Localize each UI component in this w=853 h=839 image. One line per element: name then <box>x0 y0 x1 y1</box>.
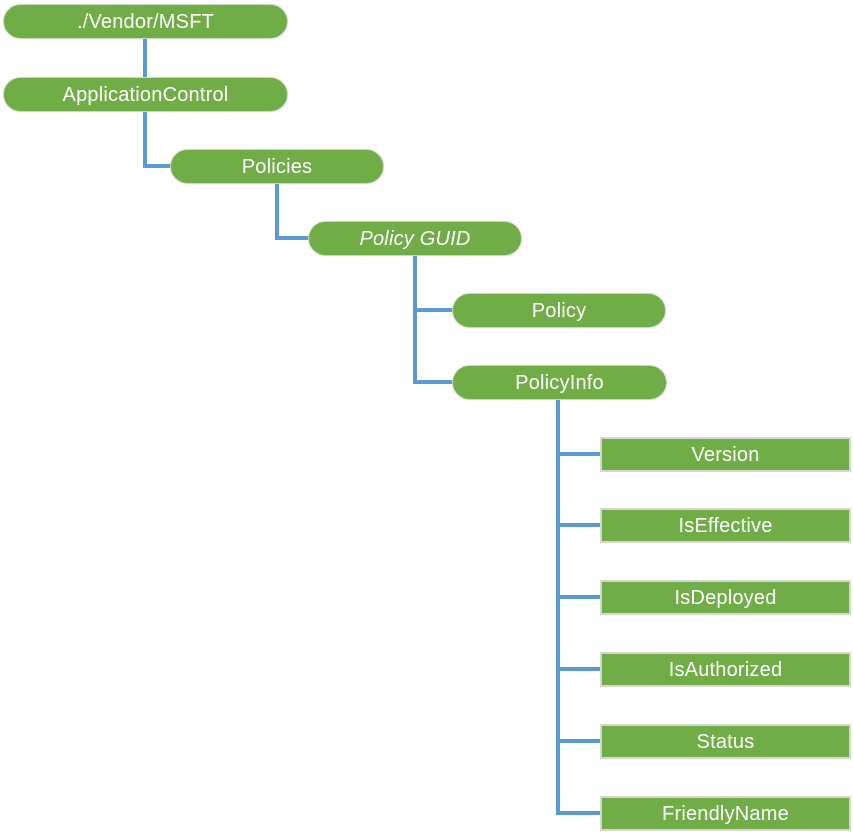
node-applicationcontrol: ApplicationControl <box>3 77 288 112</box>
connector-policyinfo-to-status <box>556 739 602 743</box>
node-policy: Policy <box>452 293 666 328</box>
node-policy-guid: Policy GUID <box>308 221 522 256</box>
connector-policies-to-policyguid-v <box>275 183 279 240</box>
connector-policyinfo-to-friendlyname <box>556 811 602 815</box>
connector-policyinfo-to-isauthorized <box>556 667 602 671</box>
connector-vendor-to-appcontrol <box>143 38 147 79</box>
node-policyinfo: PolicyInfo <box>452 365 667 400</box>
node-status: Status <box>600 724 851 759</box>
connector-policyguid-to-policy <box>413 308 457 312</box>
connector-policyinfo-to-iseffective <box>556 523 602 527</box>
node-isdeployed: IsDeployed <box>600 580 851 615</box>
node-friendlyname: FriendlyName <box>600 796 851 831</box>
connector-policyinfo-to-isdeployed <box>556 595 602 599</box>
connector-policyinfo-trunk <box>556 397 560 815</box>
node-policies: Policies <box>170 149 384 184</box>
connector-policyguid-trunk <box>413 255 417 384</box>
connector-policyguid-to-policyinfo <box>413 380 457 384</box>
connector-policies-to-policyguid-h <box>275 236 313 240</box>
connector-appcontrol-to-policies-v <box>143 111 147 168</box>
node-version: Version <box>600 437 851 472</box>
node-vendor-msft: ./Vendor/MSFT <box>3 4 288 39</box>
node-isauthorized: IsAuthorized <box>600 652 851 687</box>
node-iseffective: IsEffective <box>600 508 851 543</box>
connector-policyinfo-to-version <box>556 452 602 456</box>
connector-appcontrol-to-policies-h <box>143 164 175 168</box>
